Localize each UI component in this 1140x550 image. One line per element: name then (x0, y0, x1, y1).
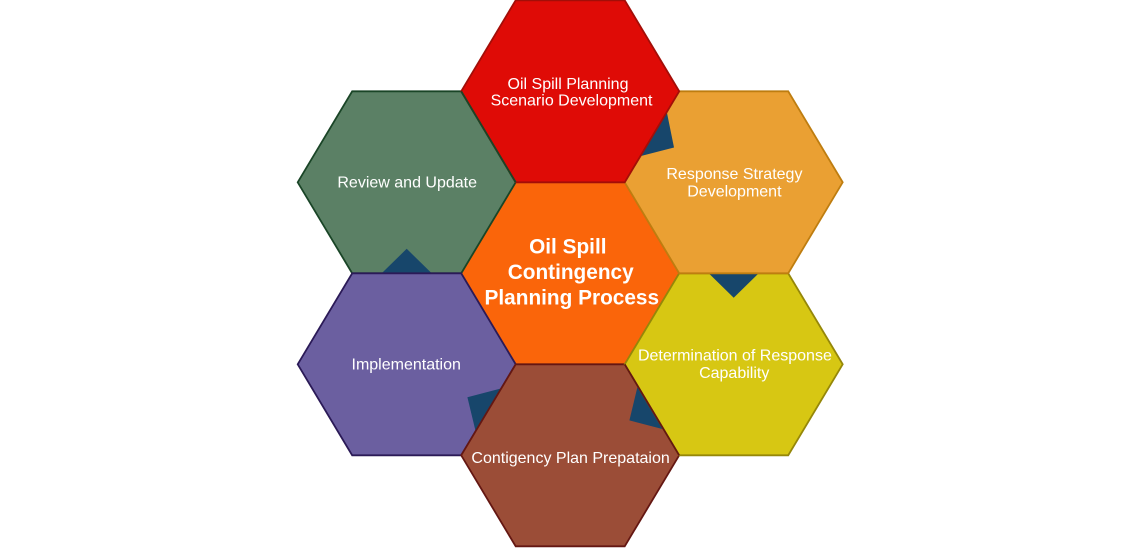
svg-text:Contingency: Contingency (508, 261, 634, 284)
svg-text:Response Strategy: Response Strategy (666, 166, 802, 183)
svg-text:Capability: Capability (699, 365, 769, 382)
svg-text:Contigency Plan Prepataion: Contigency Plan Prepataion (471, 450, 669, 467)
svg-text:Review and Update: Review and Update (337, 175, 477, 192)
svg-text:Implementation: Implementation (352, 357, 461, 374)
svg-text:Development: Development (687, 183, 782, 200)
svg-text:Determination of Response: Determination of Response (638, 348, 832, 365)
svg-text:Oil Spill: Oil Spill (529, 236, 606, 259)
svg-text:Oil Spill Planning: Oil Spill Planning (508, 76, 629, 93)
svg-text:Planning Process: Planning Process (485, 287, 660, 310)
svg-text:Scenario Development: Scenario Development (491, 93, 653, 110)
